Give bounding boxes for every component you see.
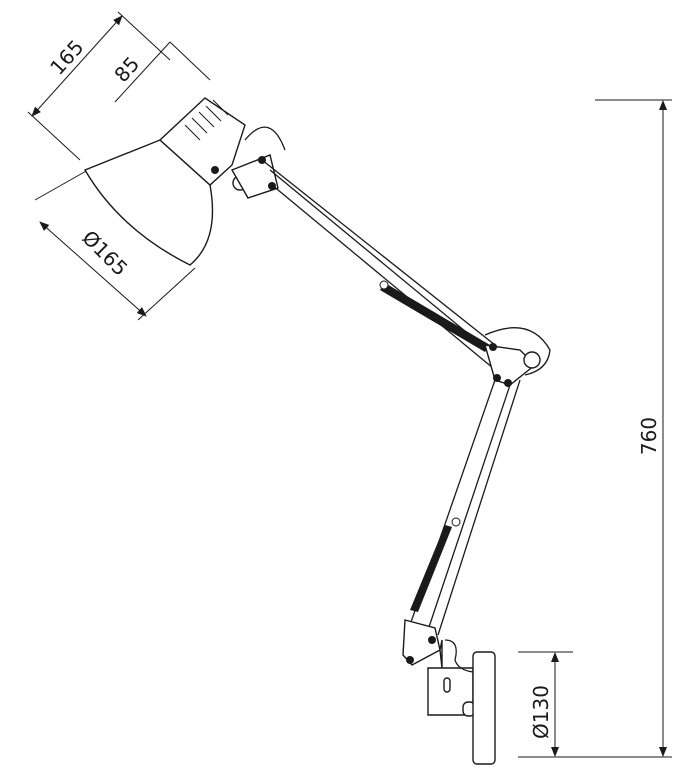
upper-arm [230,154,506,379]
lower-arm [409,379,521,636]
lamp-shade [83,97,286,266]
lamp-base [402,619,496,765]
height-label: 760 [637,417,661,455]
shade-diameter-label: Ø165 [77,226,132,281]
height-dimension: 760 [518,99,672,758]
elbow-joint [484,327,551,387]
shade-neck-label: 85 [109,52,144,87]
base-diameter-label: Ø130 [529,685,553,739]
shade-length-label: 165 [45,35,88,79]
base-diameter-dimension: Ø130 [518,651,573,757]
